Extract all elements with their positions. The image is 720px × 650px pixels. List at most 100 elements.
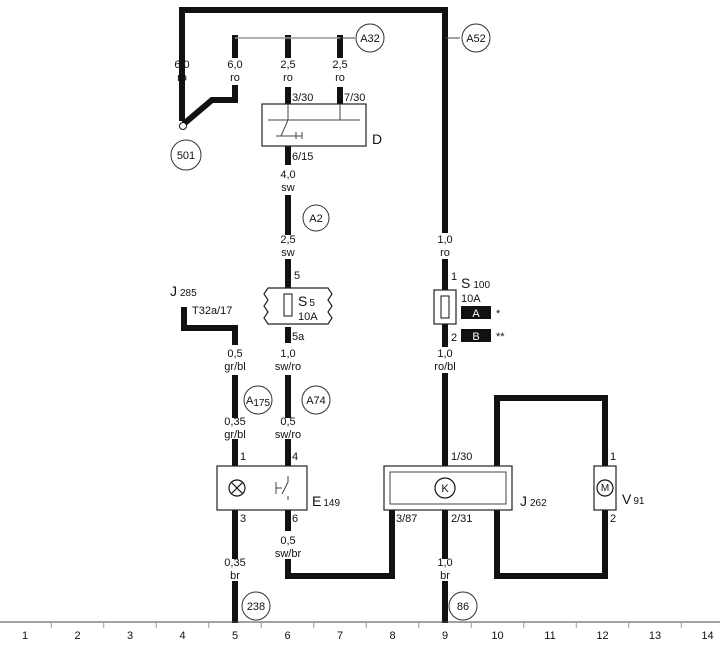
pin-label: 3 xyxy=(240,513,246,525)
axis-tick-label: 4 xyxy=(179,630,185,642)
pin-label: 6/15 xyxy=(292,151,313,163)
axis-tick-label: 8 xyxy=(389,630,395,642)
pin-label: 4 xyxy=(292,451,298,463)
pin-label: 7/30 xyxy=(344,92,365,104)
axis-tick-label: 1 xyxy=(22,630,28,642)
wire-label-color: sw xyxy=(281,247,295,259)
wire-j262-v91-top xyxy=(494,395,608,467)
wire-label-size: 6,0 xyxy=(227,59,242,71)
wire-label-color: sw/br xyxy=(275,548,302,560)
component-d-label: D xyxy=(372,131,382,147)
axis-tick-label: 14 xyxy=(701,630,713,642)
pin-label: 1 xyxy=(610,451,616,463)
pin-501 xyxy=(179,122,187,130)
axis-tick-label: 12 xyxy=(596,630,608,642)
wire-label-size: 0,5 xyxy=(280,416,295,428)
wire-label-size: 1,0 xyxy=(437,348,452,360)
connector-a74 xyxy=(301,385,331,415)
wire-label-size: 4,0 xyxy=(280,169,295,181)
connector-a2 xyxy=(302,204,330,232)
wire-label-color: br xyxy=(230,570,240,582)
connector-a175 xyxy=(243,385,273,415)
component-s100-element xyxy=(440,295,450,319)
axis-tick-label: 5 xyxy=(232,630,238,642)
variant-b-label: B xyxy=(472,331,479,343)
relay-icon xyxy=(434,477,456,499)
wire-label-size: 2,5 xyxy=(332,59,347,71)
wire-label-size: 1,0 xyxy=(437,557,452,569)
connector-circles: A32 A52 501 A2 A175 A74 238 86 xyxy=(170,23,491,621)
wire-label-size: 0,35 xyxy=(224,557,245,569)
pin-label: 3/87 xyxy=(396,513,417,525)
wire-label-size: 6,0 xyxy=(174,59,189,71)
motor-icon-label: M xyxy=(601,483,609,494)
wire-top-loop xyxy=(179,7,448,113)
wire-sw-br-run xyxy=(285,509,395,579)
connector-86 xyxy=(448,591,478,621)
axis-tick-label: 6 xyxy=(284,630,290,642)
axis-tick-label: 9 xyxy=(442,630,448,642)
component-s5-body xyxy=(263,287,333,325)
relay-icon-label: K xyxy=(441,483,449,495)
variant-a-mark: * xyxy=(496,308,501,320)
connector-501 xyxy=(170,139,202,171)
axis-tick-label: 11 xyxy=(544,630,555,642)
wire-set xyxy=(179,7,608,623)
connector-a52-label: A52 xyxy=(466,33,486,45)
axis-tick-label: 2 xyxy=(74,630,80,642)
connector-238-label: 238 xyxy=(247,601,265,613)
connector-86-label: 86 xyxy=(457,601,469,613)
wire-j262-v91-bottom xyxy=(494,509,608,579)
variant-a-badge xyxy=(461,306,491,319)
variant-b-badge xyxy=(461,329,491,342)
pin-label: 1 xyxy=(240,451,246,463)
pin-label: 1/30 xyxy=(451,451,472,463)
axis-tick-label: 3 xyxy=(127,630,133,642)
component-s5-element xyxy=(283,293,293,317)
axis-tick-label: 10 xyxy=(491,630,503,642)
wire-j285-feed xyxy=(181,307,238,345)
connector-a52 xyxy=(461,23,491,53)
wire-label-color: br xyxy=(440,570,450,582)
component-s5-rating: 10A xyxy=(298,311,318,323)
wire-label-color: ro xyxy=(230,72,240,84)
component-d-contacts xyxy=(280,104,341,137)
switch-icon xyxy=(275,476,289,500)
pin-label: 6 xyxy=(292,513,298,525)
bulb-icon-cross xyxy=(231,482,243,494)
wire-label-color: ro xyxy=(440,247,450,259)
wire-label-size: 2,5 xyxy=(280,59,295,71)
wire-label-color: sw/ro xyxy=(275,361,301,373)
wire-label-size: 0,5 xyxy=(227,348,242,360)
component-s100-rating: 10A xyxy=(461,293,481,305)
wire-labels: 6,0 ro 6,0 ro 2,5 ro 2,5 ro 4,0 sw 2,5 s… xyxy=(174,59,455,582)
connector-a32 xyxy=(355,23,385,53)
pin-label: 1 xyxy=(451,271,457,283)
wire-label-color: ro xyxy=(177,72,187,84)
pin-label: 2 xyxy=(451,332,457,344)
pin-label: 5 xyxy=(294,270,300,282)
wire-label-size: 1,0 xyxy=(437,234,452,246)
pin-label: 3/30 xyxy=(292,92,313,104)
axis-tick-label: 7 xyxy=(337,630,343,642)
connector-a2-label: A2 xyxy=(309,213,322,225)
wire-label-color: gr/bl xyxy=(224,429,245,441)
wire-label-size: 0,5 xyxy=(280,535,295,547)
component-d: D 3/30 7/30 6/15 xyxy=(261,92,382,163)
connector-238 xyxy=(241,591,271,621)
variant-b-mark: ** xyxy=(496,331,505,343)
wire-label-color: sw xyxy=(281,182,295,194)
connector-a32-label: A32 xyxy=(360,33,380,45)
